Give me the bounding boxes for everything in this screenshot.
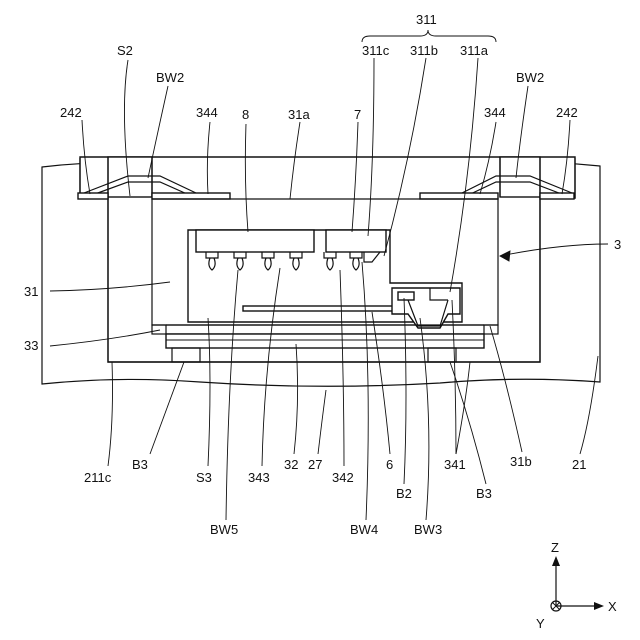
label-211c: 211c [84,470,112,485]
label-b3-right: B3 [476,486,492,501]
label-343: 343 [248,470,270,485]
label-31a: 31a [288,107,310,122]
label-7: 7 [354,107,361,122]
label-21: 21 [572,457,586,472]
label-242-left: 242 [60,105,82,120]
axis-z-label: Z [551,540,559,555]
label-bw2-left: BW2 [156,70,184,85]
label-b2: B2 [396,486,412,501]
label-31b: 31b [510,454,532,469]
component-7 [326,230,386,252]
label-8: 8 [242,107,249,122]
label-bw3: BW3 [414,522,442,537]
inner-board-6 [243,306,393,311]
label-27: 27 [308,457,322,472]
label-bw4: BW4 [350,522,378,537]
label-311b: 311b [410,43,438,58]
label-bw5: BW5 [210,522,238,537]
label-3: 3 [614,237,621,252]
label-341: 341 [444,457,466,472]
axis-x-label: X [608,599,617,614]
label-311: 311 [416,12,437,27]
label-311c: 311c [362,43,390,58]
label-311a: 311a [460,43,489,58]
pad-344-right [420,193,498,199]
label-bw2-right: BW2 [516,70,544,85]
label-31: 31 [24,284,38,299]
label-242-right: 242 [556,105,578,120]
pad-344-left [152,193,230,199]
label-s2: S2 [117,43,133,58]
label-33: 33 [24,338,38,353]
plate-32 [166,334,484,348]
axis-y-label: Y [536,616,545,631]
component-8 [196,230,314,252]
label-6: 6 [386,457,393,472]
hole-s2-left [108,157,152,197]
label-344-right: 344 [484,105,506,120]
label-344-left: 344 [196,105,218,120]
label-32: 32 [284,457,298,472]
axis-indicator: Z X Y [536,540,617,631]
label-342: 342 [332,470,354,485]
label-s3: S3 [196,470,212,485]
label-b3-left: B3 [132,457,148,472]
